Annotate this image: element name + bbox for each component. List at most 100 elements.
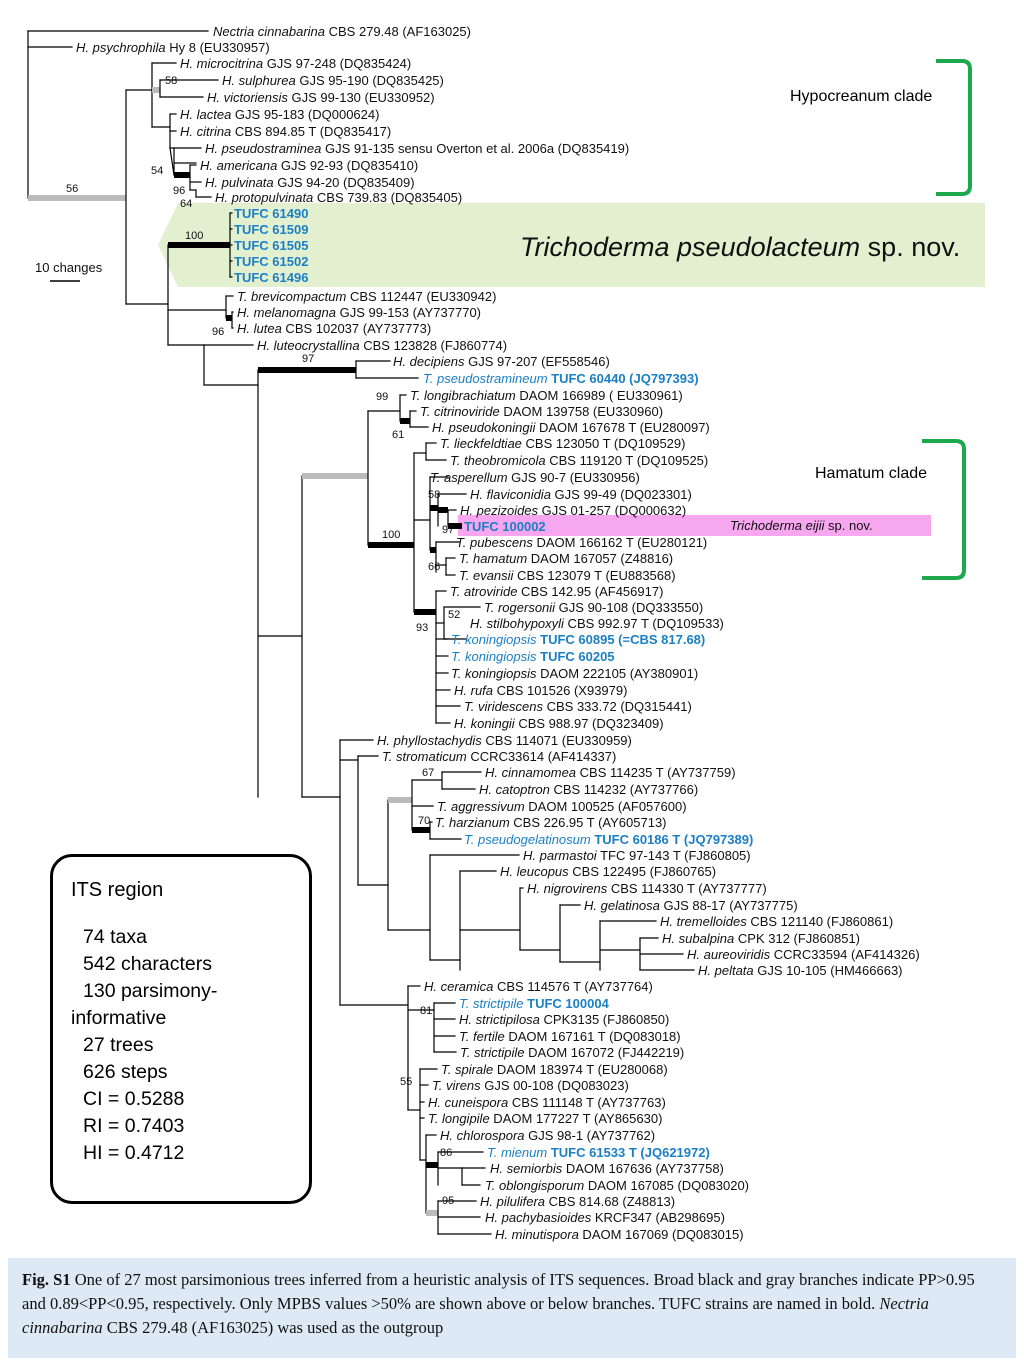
taxon-strain-info: DAOM 167072 (FJ442219) bbox=[525, 1045, 685, 1060]
taxon-strain-info: DAOM 183974 T (EU280068) bbox=[493, 1062, 667, 1077]
stat-hi: HI = 0.4712 bbox=[83, 1142, 185, 1164]
bootstrap-value: 97 bbox=[442, 524, 454, 536]
taxon-strain-info: TUFC 60205 bbox=[537, 649, 615, 664]
taxon-label: T. longipile DAOM 177227 T (AY865630) bbox=[428, 1111, 662, 1126]
taxon-species-name: H. minutispora bbox=[495, 1227, 579, 1242]
hypocreanum-clade-label: Hypocreanum clade bbox=[790, 88, 932, 105]
taxon-strain-info: DAOM 167057 (Z48816) bbox=[527, 551, 673, 566]
eijii-name: Trichoderma eijii bbox=[730, 518, 826, 533]
taxon-species-name: T. strictipile bbox=[459, 996, 524, 1011]
taxon-label: H. sulphurea GJS 95-190 (DQ835425) bbox=[222, 73, 444, 88]
taxon-species-name: T. virens bbox=[432, 1078, 481, 1093]
taxon-label: T. pubescens DAOM 166162 T (EU280121) bbox=[456, 535, 707, 550]
taxon-strain-info: CPK 312 (FJ860851) bbox=[734, 931, 860, 946]
taxon-label: H. stilbohypoxyli CBS 992.97 T (DQ109533… bbox=[470, 616, 724, 631]
caption-outgroup-species: Nectria cinnabarina bbox=[22, 1294, 929, 1337]
taxon-strain-info: Hy 8 (EU330957) bbox=[166, 40, 270, 55]
eijii-species-title: Trichoderma eijii sp. nov. bbox=[730, 518, 873, 533]
taxon-label: TUFC 61502 bbox=[234, 254, 308, 269]
taxon-label: H. flaviconidia GJS 99-49 (DQ023301) bbox=[470, 487, 692, 502]
taxon-strain-info: GJS 91-135 sensu Overton et al. 2006a (D… bbox=[321, 141, 629, 156]
taxon-label: H. pulvinata GJS 94-20 (DQ835409) bbox=[205, 175, 415, 190]
bootstrap-value: 95 bbox=[442, 1195, 454, 1207]
taxon-label: H. aureoviridis CCRC33594 (AF414326) bbox=[687, 947, 920, 962]
taxon-label: T. koningiopsis DAOM 222105 (AY380901) bbox=[451, 666, 698, 681]
figure-caption: Fig. S1 One of 27 most parsimonious tree… bbox=[8, 1258, 1016, 1358]
taxon-label: T. oblongisporum DAOM 167085 (DQ083020) bbox=[485, 1178, 749, 1193]
taxon-label: H. pachybasioides KRCF347 (AB298695) bbox=[485, 1210, 725, 1225]
taxon-label: TUFC 61509 bbox=[234, 222, 308, 237]
taxon-strain-info: TUFC 100004 bbox=[524, 996, 610, 1011]
taxon-species-name: H. cuneispora bbox=[428, 1095, 508, 1110]
taxon-species-name: T. spirale bbox=[441, 1062, 493, 1077]
stat-ri: RI = 0.7403 bbox=[83, 1115, 185, 1137]
taxon-label: H. koningii CBS 988.97 (DQ323409) bbox=[454, 716, 664, 731]
taxon-label: T. virens GJS 00-108 (DQ083023) bbox=[432, 1078, 629, 1093]
taxon-species-name: H. chlorospora bbox=[440, 1128, 525, 1143]
taxon-species-name: T. citrinoviride bbox=[420, 404, 500, 419]
taxon-species-name: H. citrina bbox=[180, 124, 231, 139]
taxon-label: H. lactea GJS 95-183 (DQ000624) bbox=[180, 107, 379, 122]
taxon-species-name: H. pseudostraminea bbox=[205, 141, 321, 156]
taxon-species-name: T. strictipile bbox=[460, 1045, 525, 1060]
taxon-strain-info: GJS 90-108 (DQ333550) bbox=[555, 600, 703, 615]
taxon-label: T. koningiopsis TUFC 60895 (=CBS 817.68) bbox=[451, 632, 705, 647]
taxon-species-name: H. subalpina bbox=[662, 931, 734, 946]
taxon-species-name: T. koningiopsis bbox=[451, 649, 537, 664]
taxon-label: T. evansii CBS 123079 T (EU883568) bbox=[459, 568, 676, 583]
taxon-strain-info: TUFC 60440 (JQ797393) bbox=[548, 371, 699, 386]
taxon-strain-info: DAOM 222105 (AY380901) bbox=[537, 666, 699, 681]
taxon-label: T. fertile DAOM 167161 T (DQ083018) bbox=[459, 1029, 681, 1044]
taxon-strain-info: DAOM 166162 T (EU280121) bbox=[533, 535, 707, 550]
bootstrap-value: 100 bbox=[185, 230, 203, 242]
taxon-label: H. lutea CBS 102037 (AY737773) bbox=[237, 321, 431, 336]
taxon-species-name: T. lieckfeldtiae bbox=[440, 436, 522, 451]
taxon-label: T. lieckfeldtiae CBS 123050 T (DQ109529) bbox=[440, 436, 685, 451]
hypocreanum-clade-bracket bbox=[936, 59, 972, 196]
stat-characters: 542 characters bbox=[83, 953, 212, 975]
taxon-strain-info: CBS 142.95 (AF456917) bbox=[517, 584, 663, 599]
taxon-species-name: T. brevicompactum bbox=[237, 289, 347, 304]
bootstrap-value: 93 bbox=[416, 622, 428, 634]
taxon-strain-info: TUFC 61533 T (JQ621972) bbox=[547, 1145, 710, 1160]
taxon-species-name: H. stilbohypoxyli bbox=[470, 616, 565, 631]
taxon-label: T. asperellum GJS 90-7 (EU330956) bbox=[430, 470, 640, 485]
taxon-species-name: H. pezizoides bbox=[460, 503, 539, 518]
bootstrap-value: 70 bbox=[418, 815, 430, 827]
taxon-label: T. citrinoviride DAOM 139758 (EU330960) bbox=[420, 404, 663, 419]
taxon-strain-info: CBS 739.83 (DQ835405) bbox=[313, 190, 462, 205]
taxon-label: T. mienum TUFC 61533 T (JQ621972) bbox=[487, 1145, 710, 1160]
taxon-strain-info: CBS 119120 T (DQ109525) bbox=[546, 453, 709, 468]
taxon-species-name: T. oblongisporum bbox=[485, 1178, 584, 1193]
eijii-highlight-band bbox=[458, 515, 931, 536]
taxon-strain-info: DAOM 167161 T (DQ083018) bbox=[505, 1029, 681, 1044]
taxon-species-name: T. theobromicola bbox=[450, 453, 546, 468]
taxon-label: H. luteocrystallina CBS 123828 (FJ860774… bbox=[257, 338, 507, 353]
taxon-label: H. ceramica CBS 114576 T (AY737764) bbox=[424, 979, 653, 994]
taxon-strain-info: GJS 10-105 (HM466663) bbox=[754, 963, 903, 978]
stat-informative: informative bbox=[71, 1007, 167, 1029]
taxon-strain-info: CBS 114235 T (AY737759) bbox=[576, 765, 735, 780]
bootstrap-value: 81 bbox=[420, 1005, 432, 1017]
stat-parsimony: 130 parsimony- bbox=[83, 980, 218, 1002]
taxon-species-name: H. lactea bbox=[180, 107, 231, 122]
taxon-label: H. rufa CBS 101526 (X93979) bbox=[454, 683, 627, 698]
taxon-strain-info: DAOM 100525 (AF057600) bbox=[525, 799, 687, 814]
taxon-strain-info: CBS 111148 T (AY737763) bbox=[508, 1095, 666, 1110]
taxon-strain-info: TUFC 60895 (=CBS 817.68) bbox=[537, 632, 706, 647]
caption-text: One of 27 most parsimonious trees inferr… bbox=[22, 1270, 975, 1313]
taxon-strain-info: CBS 114232 (AY737766) bbox=[550, 782, 698, 797]
taxon-label: T. brevicompactum CBS 112447 (EU330942) bbox=[237, 289, 496, 304]
eijii-suffix: sp. nov. bbox=[824, 518, 872, 533]
taxon-species-name: H. melanomagna bbox=[237, 305, 336, 320]
taxon-labels: Nectria cinnabarina CBS 279.48 (AF163025… bbox=[76, 24, 920, 1242]
taxon-strain-info: TUFC 61505 bbox=[234, 238, 308, 253]
taxon-strain-info: CBS 123828 (FJ860774) bbox=[360, 338, 507, 353]
taxon-species-name: T. stromaticum bbox=[382, 749, 467, 764]
bootstrap-value: 58 bbox=[165, 75, 177, 87]
taxon-species-name: T. atroviride bbox=[450, 584, 517, 599]
taxon-strain-info: CCRC33594 (AF414326) bbox=[770, 947, 920, 962]
bootstrap-value: 55 bbox=[400, 1076, 412, 1088]
taxon-strain-info: GJS 94-20 (DQ835409) bbox=[274, 175, 415, 190]
taxon-species-name: T. koningiopsis bbox=[451, 666, 537, 681]
